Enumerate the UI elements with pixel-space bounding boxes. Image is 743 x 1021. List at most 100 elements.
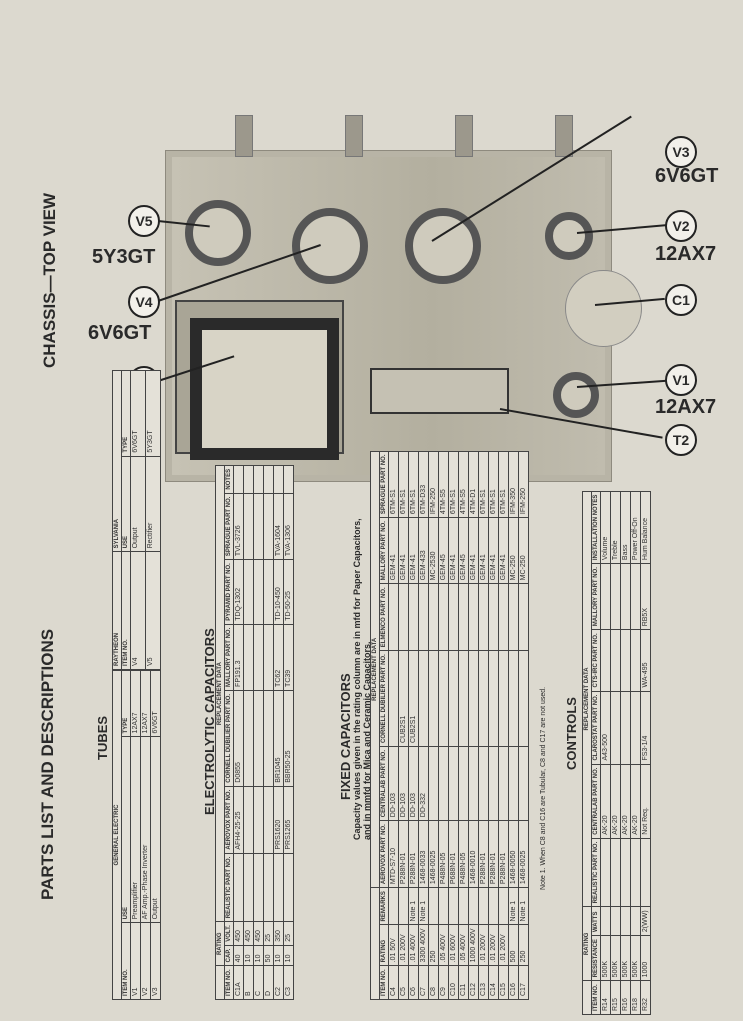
electrolytic-header: CAP. <box>224 945 234 966</box>
fixed-cell <box>488 650 499 747</box>
tubes-cell: V5 <box>145 551 161 670</box>
fixed-cell <box>508 746 519 821</box>
fixed-cell: 6TM-S1 <box>408 451 419 518</box>
controls-cell: WA-495 <box>640 629 651 692</box>
electrolytic-cell: 50 <box>263 945 274 966</box>
fixed-header: REMARKS <box>379 887 389 925</box>
controls-table: RATING REPLACEMENT DATA ITEM No.RESISTAN… <box>582 490 651 1015</box>
fixed-cell <box>448 887 459 925</box>
electrolytic-cell: 350 <box>273 921 284 946</box>
fixed-cell <box>468 887 479 925</box>
electrolytic-cell <box>273 465 284 494</box>
fixed-cell: 6TM-D33 <box>418 451 429 518</box>
tubes-header-type-2: TYPE <box>121 370 131 457</box>
tubes-header-item-2: ITEM No. <box>121 551 131 670</box>
fixed-cell <box>508 583 519 651</box>
fixed-header: ELMENCO PART No. <box>379 583 389 651</box>
tubes-group-ge: GENERAL ELECTRIC <box>112 670 122 1000</box>
controls-cell: 1000 <box>640 935 651 981</box>
callout-t2: T2 <box>665 424 697 456</box>
electrolytic-cell <box>253 465 264 494</box>
fixed-cell: 1468-0010 <box>468 820 479 888</box>
fixed-cell: .01 400V <box>408 924 419 966</box>
fixed-cell: CUB2S1 <box>398 650 409 747</box>
controls-cell: 500K <box>610 935 621 981</box>
fixed-cell: 6TM-S1 <box>498 451 509 518</box>
tubes-cell: AF Amp.-Phase Inverter <box>140 736 151 923</box>
electrolytic-cell <box>243 786 254 854</box>
controls-cell <box>610 838 621 907</box>
fixed-cell: 6TM-S1 <box>398 451 409 518</box>
electrolytic-cell: 10 <box>273 945 284 966</box>
fixed-cell: P688N-01 <box>448 820 459 888</box>
fixed-cell: .01 50V <box>388 924 399 966</box>
tubes-cell: Output <box>150 736 161 923</box>
fixed-cell <box>468 746 479 821</box>
fixed-cell <box>418 650 429 747</box>
fixed-cell: P288N-01 <box>498 820 509 888</box>
controls-cell: Hum Balance <box>640 491 651 564</box>
fixed-cell: MC-250 <box>518 517 529 584</box>
fixed-cell: C14 <box>488 965 499 1000</box>
controls-cell: R32 <box>640 980 651 1015</box>
fixed-cell: 250 <box>428 924 439 966</box>
fixed-cell: 4TM-S5 <box>458 451 469 518</box>
fixed-cell <box>468 583 479 651</box>
fixed-cell <box>518 650 529 747</box>
electrolytic-cell <box>243 690 254 787</box>
fixed-cell: 1468-0025 <box>428 820 439 888</box>
fixed-cell: C17 <box>518 965 529 1000</box>
controls-cell: 500K <box>630 935 641 981</box>
electrolytic-header: AEROVOX PART No. <box>224 786 234 854</box>
tubes-table-right: RAYTHEON SYLVANIA ITEM No. USE TYPE V4Ou… <box>112 370 161 670</box>
electrolytic-cell <box>253 853 264 922</box>
electrolytic-cell: 10 <box>253 945 264 966</box>
controls-cell <box>630 629 641 692</box>
tubes-header-type: TYPE <box>121 670 131 737</box>
controls-header: REALISTIC PART No. <box>591 838 601 907</box>
controls-cell <box>620 629 631 692</box>
fixed-cell <box>388 583 399 651</box>
tubes-cell: 12AX7 <box>130 670 141 737</box>
electrolytic-cell: TD-10-450 <box>273 559 284 625</box>
electrolytic-cell: 25 <box>283 921 294 946</box>
fixed-header: CENTRALAB PART No. <box>379 746 389 821</box>
electrolytic-cell <box>263 624 274 691</box>
fixed-cell: MC-250 <box>508 517 519 584</box>
fixed-cell <box>388 887 399 925</box>
fixed-title: FIXED CAPACITORS <box>338 673 353 800</box>
fixed-footnote: Note 1. When C8 and C16 are Tubular, C8 … <box>540 686 547 890</box>
tubes-cell: V3 <box>150 922 161 1000</box>
fixed-cell: P488N-05 <box>438 820 449 888</box>
fixed-cell: .01 600V <box>448 924 459 966</box>
electrolytic-cell: AFH4-25-25 <box>233 786 244 854</box>
controls-table-block: RATING REPLACEMENT DATA ITEM No.RESISTAN… <box>582 490 651 1015</box>
fixed-cell: C16 <box>508 965 519 1000</box>
tubes-table-left: GENERAL ELECTRIC ITEM No. USE TYPE V1Pre… <box>112 670 161 1000</box>
fixed-cell: C9 <box>438 965 449 1000</box>
electrolytic-cell: TDQ-1302 <box>233 559 244 625</box>
fixed-cell: P288N-01 <box>398 820 409 888</box>
parts-list-title: PARTS LIST AND DESCRIPTIONS <box>38 628 57 900</box>
electrolytic-cell: 450 <box>253 921 264 946</box>
controls-cell <box>610 906 621 936</box>
electrolytic-cell: TC62 <box>273 624 284 691</box>
fixed-cell: P288N-01 <box>478 820 489 888</box>
fixed-replacement-group: REPLACEMENT DATA <box>370 451 380 888</box>
controls-cell <box>610 691 621 765</box>
controls-cell: Treble <box>610 491 621 564</box>
electrolytic-cell: 450 <box>233 921 244 946</box>
fixed-cell <box>478 746 489 821</box>
fixed-cell <box>518 746 529 821</box>
controls-header: CENTRALAB PART No. <box>591 764 601 839</box>
fixed-cell <box>448 746 459 821</box>
fixed-cell: CUB2S1 <box>408 650 419 747</box>
fixed-cell: 500 <box>508 924 519 966</box>
control-shaft <box>235 115 253 157</box>
fixed-header: MALLORY PART No. <box>379 517 389 584</box>
